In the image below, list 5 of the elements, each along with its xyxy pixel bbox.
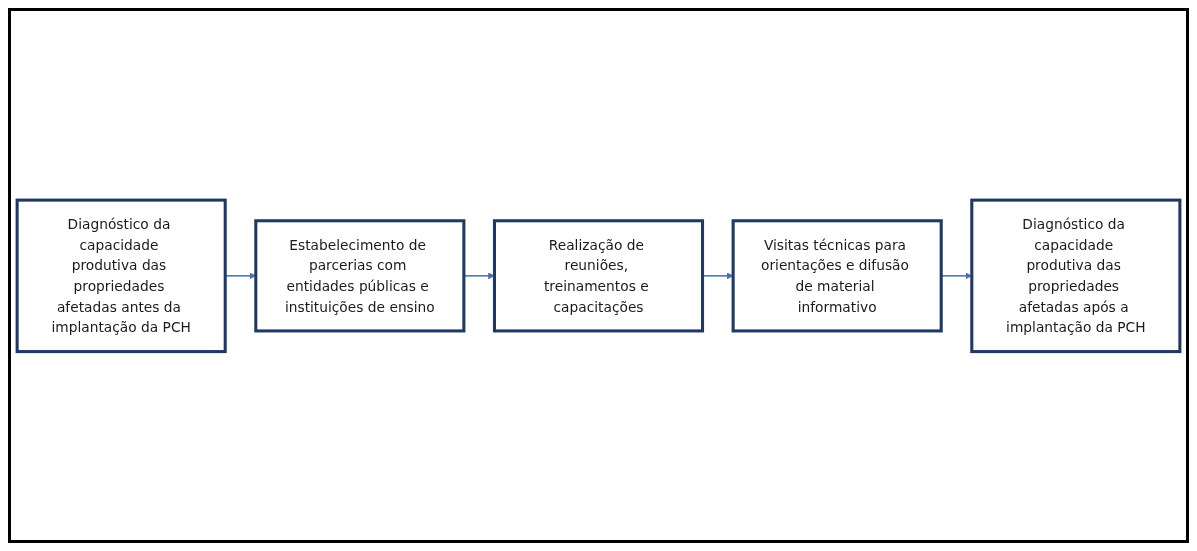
node-box: Realização de reuniões, treinamentos e capacitações — [492, 218, 705, 333]
node-box: Diagnóstico da capacidade produtiva das propriedades afetadas antes da implantação da PCH — [15, 198, 227, 353]
node-box: Visitas técnicas para orientações e difusão de material informativo — [731, 218, 943, 333]
node-box: Estabelecimento de parcerias com entidades públicas e instituições de ensino — [254, 218, 466, 333]
node-box: Diagnóstico da capacidade produtiva das propriedades afetadas após a implantação da PCH — [970, 198, 1182, 353]
